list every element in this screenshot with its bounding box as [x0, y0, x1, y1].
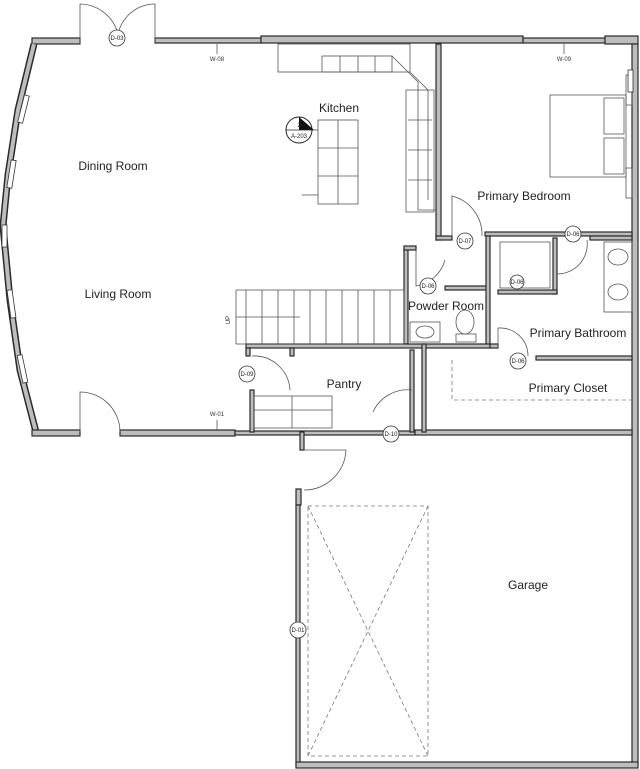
- section-marker: 2 A-203: [285, 116, 314, 144]
- section-number: 2: [297, 123, 301, 129]
- room-label-primary-bedroom: Primary Bedroom: [477, 189, 570, 203]
- door-tag-d06-closet: D-06: [509, 352, 527, 370]
- door-tag-d10: D-10: [382, 425, 400, 443]
- door-tag-d01: D-01: [289, 621, 307, 639]
- pantry-shelving: [253, 395, 333, 429]
- staircase: UP: [226, 289, 405, 345]
- room-label-kitchen: Kitchen: [319, 101, 359, 115]
- interior-walls: [245, 43, 633, 451]
- room-label-dining-room: Dining Room: [78, 159, 147, 173]
- kitchen-cabinetry: [277, 43, 436, 213]
- door-tag-d06-bath: D-06: [564, 225, 582, 243]
- bay-windows: [1, 69, 634, 384]
- powder-room-fixtures: [409, 309, 477, 343]
- svg-text:D-09: D-09: [240, 372, 254, 378]
- exterior-walls: [0, 35, 639, 769]
- window-tag-w08: W-08: [210, 44, 225, 63]
- svg-text:D-06: D-06: [566, 232, 580, 238]
- window-tag-w01: W-01: [210, 412, 225, 430]
- bathroom-fixtures: [513, 241, 633, 313]
- room-label-living-room: Living Room: [85, 287, 152, 301]
- svg-text:D-06: D-06: [510, 280, 524, 286]
- room-label-powder-room: Powder Room: [408, 299, 484, 313]
- door-tag-d09: D-09: [238, 365, 256, 383]
- window-tag-w09: W-09: [557, 44, 572, 63]
- section-sheet: A-203: [291, 134, 308, 140]
- svg-text:D-07: D-07: [458, 239, 472, 245]
- door-tag-d06-powder: D-06: [419, 277, 437, 295]
- svg-text:D-06: D-06: [511, 359, 525, 365]
- svg-text:W-09: W-09: [557, 57, 572, 63]
- door-swings: [79, 3, 588, 491]
- svg-text:W-01: W-01: [210, 412, 225, 418]
- room-label-garage: Garage: [508, 578, 548, 592]
- door-tag-d06-shower: D-06: [509, 274, 525, 290]
- room-label-primary-bathroom: Primary Bathroom: [530, 326, 627, 340]
- svg-text:D-06: D-06: [421, 284, 435, 290]
- svg-text:D-03: D-03: [110, 36, 124, 42]
- svg-text:D-10: D-10: [384, 432, 398, 438]
- svg-text:D-01: D-01: [291, 628, 305, 634]
- door-tag-d07: D-07: [456, 232, 474, 250]
- stair-up-label: UP: [226, 316, 232, 324]
- room-label-pantry: Pantry: [327, 377, 362, 391]
- door-tag-d03: D-03: [108, 29, 126, 47]
- garage-door-overhead: [307, 505, 429, 757]
- svg-text:W-08: W-08: [210, 57, 225, 63]
- bed: [549, 74, 633, 199]
- room-label-primary-closet: Primary Closet: [529, 381, 608, 395]
